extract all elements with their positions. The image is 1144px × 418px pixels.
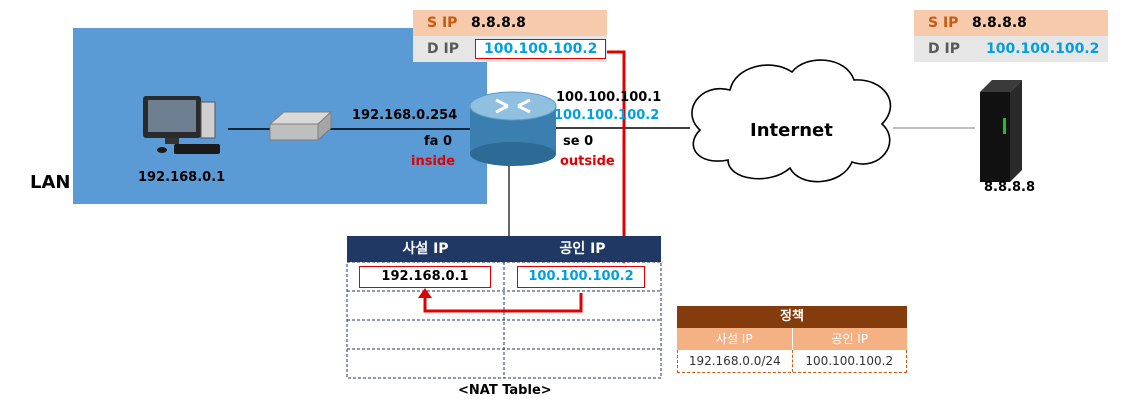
nat-table-header: 사설 IP 공인 IP: [347, 236, 661, 262]
router-inside-label: inside: [411, 154, 456, 169]
router-outside-ip: 100.100.100.1: [556, 90, 662, 105]
pc-icon: [143, 96, 220, 154]
source-ip-value: 8.8.8.8: [471, 15, 526, 31]
packet-dest-row: D IP 100.100.100.2: [914, 36, 1108, 62]
translation-arrows: [423, 50, 626, 313]
dest-ip-key: D IP: [427, 41, 459, 57]
router-icon: [469, 91, 557, 166]
policy-public-ip: 100.100.100.2: [805, 354, 894, 368]
packet-source-row: S IP 8.8.8.8: [413, 10, 607, 36]
policy-row: 192.168.0.0/24 100.100.100.2: [677, 350, 907, 373]
dest-ip-value: 100.100.100.2: [986, 41, 1100, 57]
router-outside-nat-ip: 100.100.100.2: [554, 108, 660, 123]
router-outside-interface: se 0: [563, 134, 594, 149]
source-ip-value: 8.8.8.8: [972, 15, 1027, 31]
packet-header-translated: S IP 8.8.8.8 D IP 100.100.100.2: [413, 10, 607, 62]
packet-header-internet: S IP 8.8.8.8 D IP 100.100.100.2: [914, 10, 1108, 62]
server-icon: [980, 80, 1022, 182]
policy-table: 정책 사설 IP 공인 IP 192.168.0.0/24 100.100.10…: [677, 306, 907, 373]
policy-header-private: 사설 IP: [677, 328, 793, 350]
server-ip-label: 8.8.8.8: [984, 180, 1035, 195]
nat-private-ip-cell: 192.168.0.1: [359, 266, 491, 288]
nat-table-grid: [346, 261, 662, 379]
dest-ip-key: D IP: [928, 41, 960, 57]
nat-table-caption: <NAT Table>: [458, 383, 552, 398]
lan-label: LAN: [30, 172, 71, 193]
nat-header-public: 공인 IP: [559, 241, 606, 257]
router-outside-label: outside: [560, 154, 615, 169]
arrowhead-up: [418, 288, 432, 298]
internet-label: Internet: [750, 120, 833, 141]
nat-header-private: 사설 IP: [402, 241, 449, 257]
dest-ip-value: 100.100.100.2: [475, 39, 607, 59]
source-ip-key: S IP: [928, 15, 959, 31]
policy-title: 정책: [677, 306, 907, 328]
packet-source-row: S IP 8.8.8.8: [914, 10, 1108, 36]
nat-public-ip-cell: 100.100.100.2: [517, 266, 645, 288]
policy-header-public: 공인 IP: [831, 332, 869, 346]
policy-header-row: 사설 IP 공인 IP: [677, 328, 907, 350]
policy-private-range: 192.168.0.0/24: [678, 350, 793, 372]
router-inside-ip: 192.168.0.254: [352, 108, 458, 123]
internet-cloud: [691, 59, 892, 183]
packet-dest-row: D IP 100.100.100.2: [413, 36, 607, 62]
switch-icon: [268, 110, 333, 142]
router-inside-interface: fa 0: [424, 134, 452, 149]
source-ip-key: S IP: [427, 15, 458, 31]
pc-ip-label: 192.168.0.1: [138, 170, 226, 185]
